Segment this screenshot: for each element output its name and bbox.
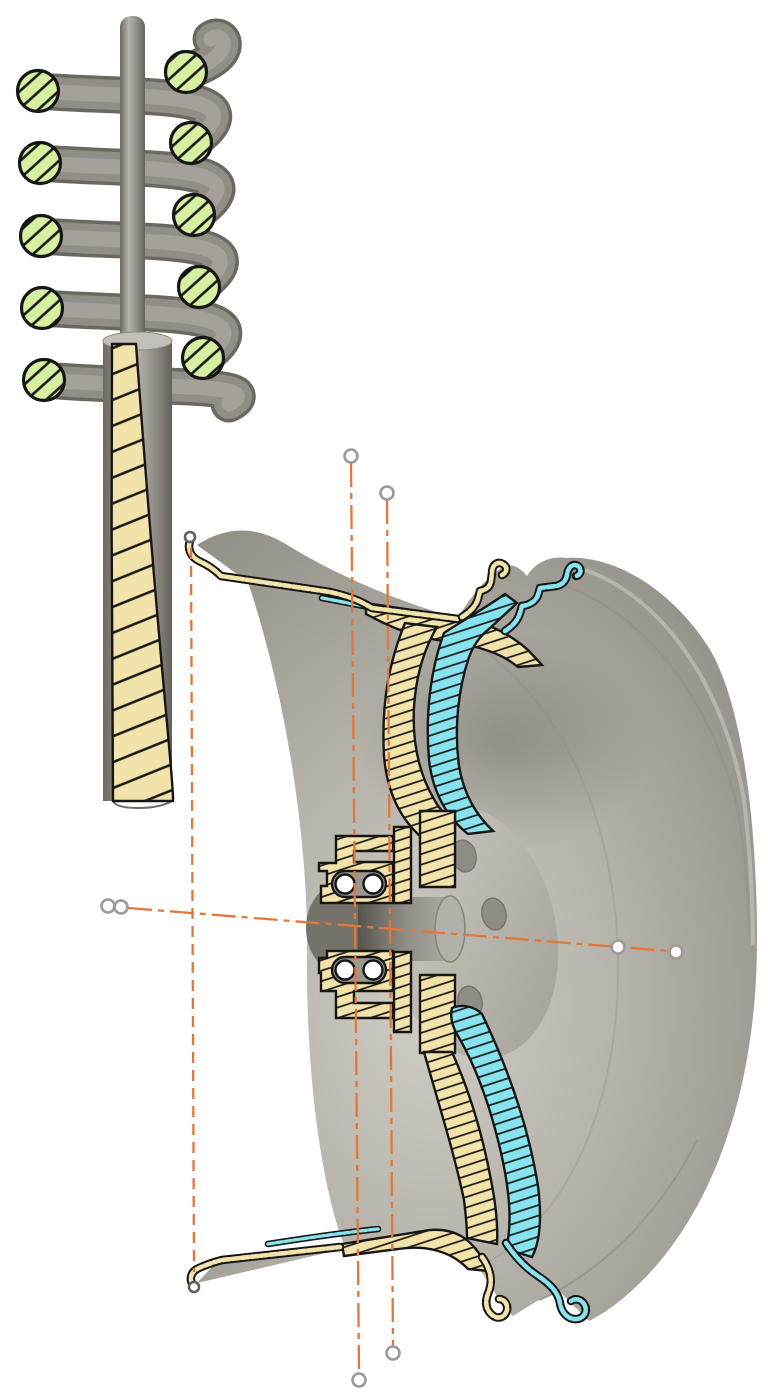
liner-right-flange[interactable] <box>502 562 583 634</box>
liner-bottom-right-flange[interactable] <box>503 1240 589 1322</box>
strut-section-face[interactable] <box>110 342 175 803</box>
strut-tube-bottom-edge <box>112 800 173 810</box>
hub-block-lower[interactable] <box>418 973 457 1055</box>
liner-lower-band[interactable] <box>450 1004 542 1259</box>
manipulator-handle[interactable] <box>343 448 359 464</box>
spring-coil-arc <box>19 18 256 423</box>
hub-bar-upper-tall[interactable] <box>392 825 413 905</box>
centerline-horizontal[interactable] <box>127 906 670 953</box>
rim-bottom-strip[interactable] <box>188 1244 343 1289</box>
bearing-ball <box>334 873 356 895</box>
construction-lines[interactable] <box>100 448 684 1388</box>
rim-lower-band[interactable] <box>422 1050 499 1246</box>
bearing-ball <box>362 959 384 981</box>
rim-bottom-right-flange[interactable] <box>479 1254 510 1320</box>
spring-cut-faces[interactable] <box>15 49 226 403</box>
manipulator-handle[interactable] <box>113 899 129 915</box>
strut-damper[interactable] <box>102 16 175 810</box>
section-edge-line-vertical[interactable] <box>189 547 196 1273</box>
bearing-ball <box>362 873 384 895</box>
manipulator-handle[interactable] <box>668 944 684 960</box>
bearing-ball <box>334 959 356 981</box>
strut-rod[interactable] <box>120 16 145 348</box>
manipulator-handle[interactable] <box>351 1372 367 1388</box>
liner-bottom-sliver[interactable] <box>266 1227 380 1246</box>
coil-spring-body[interactable] <box>15 18 256 423</box>
hub-block-upper[interactable] <box>418 809 457 889</box>
manipulator-handle[interactable] <box>385 1345 401 1361</box>
hub-bar-lower-tall[interactable] <box>392 950 413 1034</box>
manipulator-handle[interactable] <box>379 485 395 501</box>
rim-right-flange[interactable] <box>459 560 509 620</box>
rim-ridge-bottom <box>539 1139 698 1301</box>
rim-bottom-wedge[interactable] <box>340 1228 490 1273</box>
hub-cylinder-face <box>434 895 466 963</box>
section-faces[interactable] <box>184 536 590 1324</box>
manipulator-handle[interactable] <box>100 898 116 914</box>
rim-ridge-outer <box>584 568 755 946</box>
manipulator-handle[interactable] <box>610 939 626 955</box>
hub-section-cluster[interactable] <box>317 809 457 1055</box>
centerline-vertical-2[interactable] <box>385 499 395 1347</box>
rim-ridge-inner <box>544 579 750 936</box>
flange-endpoint-handle[interactable] <box>187 1280 201 1294</box>
flange-endpoint-handle[interactable] <box>183 530 197 544</box>
centerline-vertical-1[interactable] <box>349 462 361 1374</box>
liner-upper-band[interactable] <box>426 592 519 836</box>
hub-bolt-hole <box>481 897 507 931</box>
